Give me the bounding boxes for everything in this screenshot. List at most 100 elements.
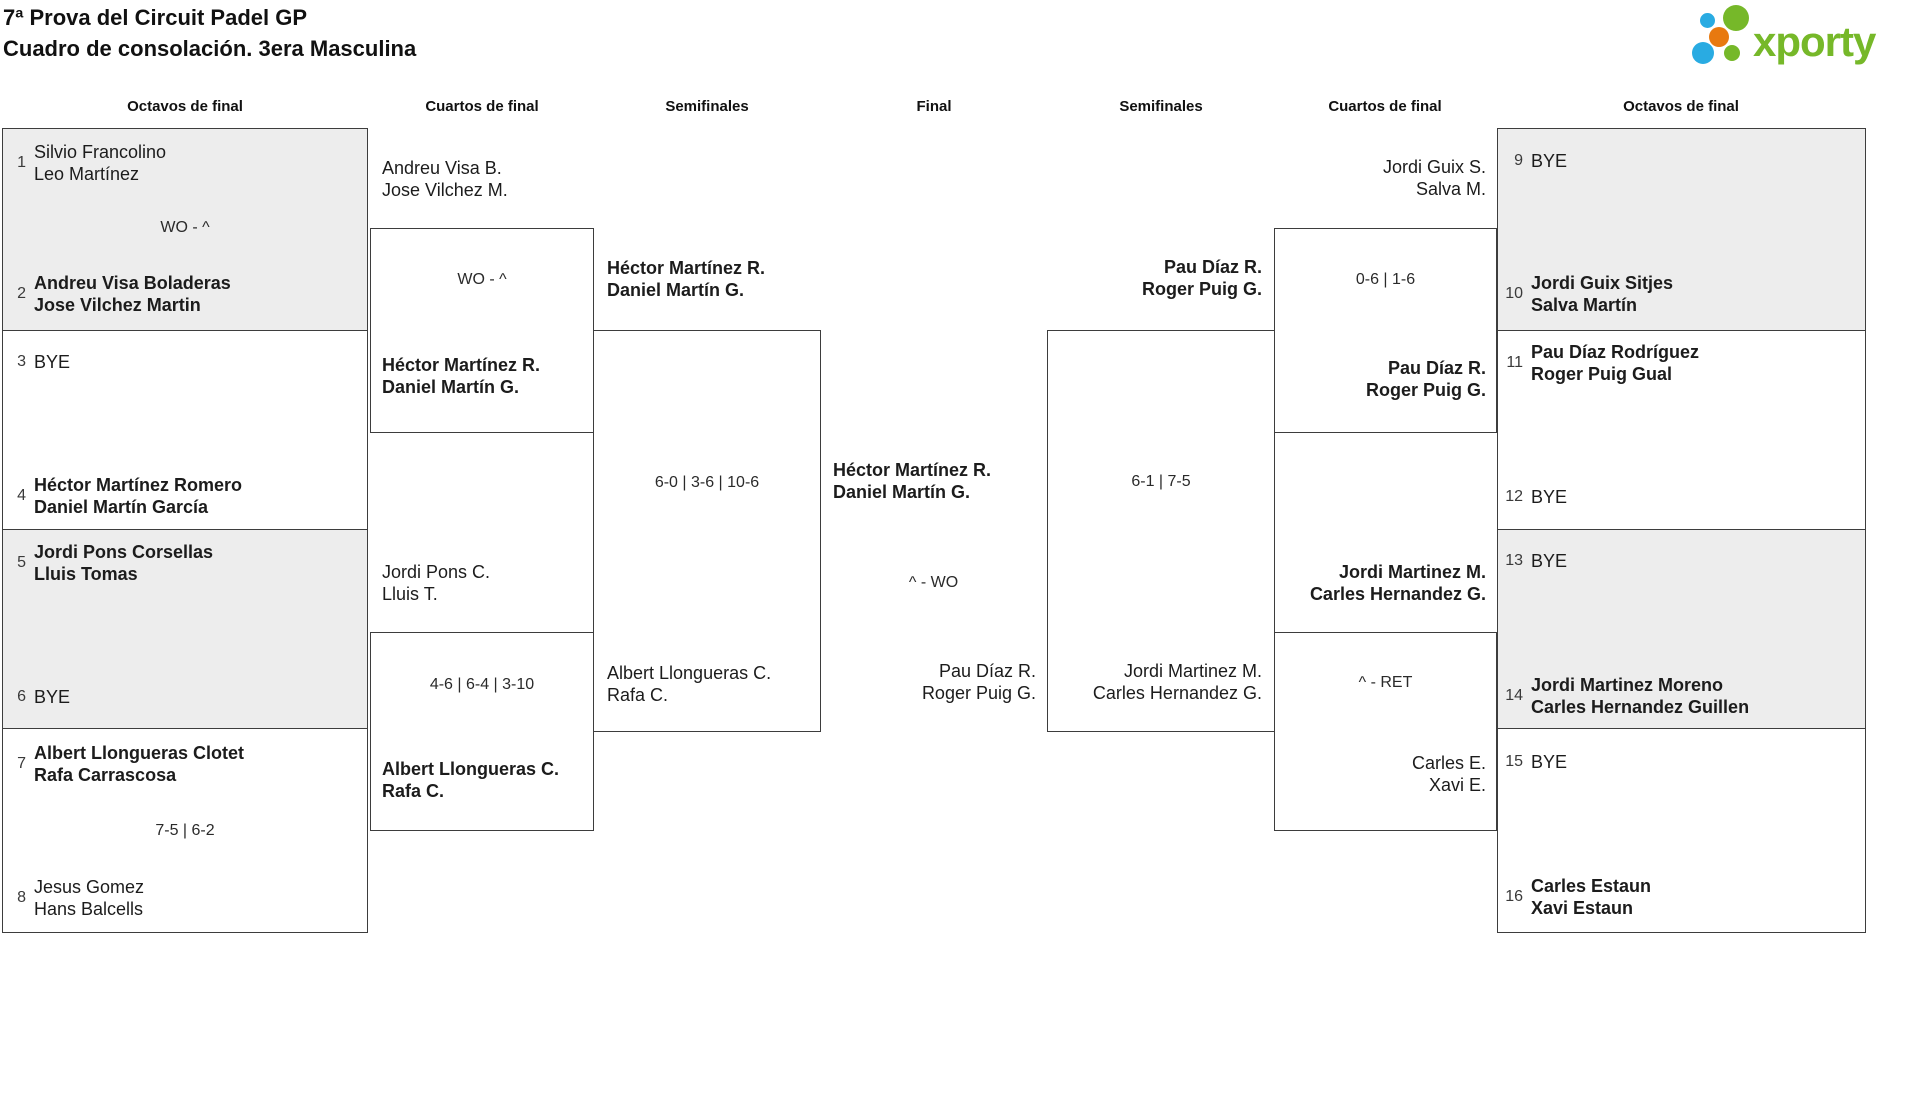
match-box-r16-right-1 [1497, 128, 1866, 331]
bracket-entry-13: 13 BYE [1501, 550, 1861, 572]
team-label: Jordi Martinez M.Carles Hernandez G. [1309, 562, 1486, 604]
round-header-octavos-left: Octavos de final [127, 98, 243, 115]
seed-number: 8 [17, 889, 26, 906]
seed-number: 3 [17, 353, 26, 370]
bracket-entry-3: 3 BYE [4, 351, 360, 373]
seed-number: 2 [17, 285, 26, 302]
seed-number: 10 [1505, 285, 1523, 302]
match-score: 7-5 | 6-2 [155, 822, 215, 839]
logo-dot-orange-icon [1709, 27, 1729, 47]
match-box-r16-left-3 [2, 529, 368, 729]
match-score: WO - ^ [457, 271, 507, 288]
match-score: 6-1 | 7-5 [1131, 473, 1191, 490]
team-label: Pau Díaz R.Roger Puig G. [1365, 358, 1486, 400]
player-name: Andreu Visa Boladeras [34, 273, 231, 293]
player-name: Jesus Gomez [34, 877, 145, 897]
player-name: Leo Martínez [34, 164, 140, 184]
seed-number: 4 [17, 487, 26, 504]
match-score: ^ - WO [908, 574, 959, 591]
match-score: 4-6 | 6-4 | 3-10 [429, 676, 535, 693]
match-box-qf-right-1 [1274, 228, 1497, 433]
page-subtitle: Cuadro de consolación. 3era Masculina [3, 36, 417, 61]
xporty-logo[interactable]: xporty [1690, 0, 1920, 78]
round-header-final: Final [916, 98, 952, 115]
player-name: Rafa Carrascosa [34, 765, 177, 785]
seed-number: 14 [1505, 687, 1523, 704]
player-name: Pau Díaz Rodríguez [1531, 342, 1700, 362]
match-score: WO - ^ [160, 219, 210, 236]
seed-number: 13 [1505, 552, 1523, 569]
match-box-qf-right-2 [1274, 632, 1497, 831]
round-header-semis-left: Semifinales [665, 98, 749, 115]
seed-number: 9 [1514, 152, 1523, 169]
team-label: Andreu Visa B.Jose Vilchez M. [382, 158, 508, 200]
player-name: BYE [1531, 151, 1568, 171]
seed-number: 11 [1506, 354, 1523, 371]
seed-number: 12 [1505, 488, 1523, 505]
team-label: Héctor Martínez R.Daniel Martín G. [607, 258, 766, 300]
team-label: Jordi Guix S.Salva M. [1382, 157, 1486, 199]
player-name: Silvio Francolino [34, 142, 167, 162]
round-header-octavos-right: Octavos de final [1623, 98, 1739, 115]
seed-number: 1 [17, 154, 26, 171]
match-box-sf-left [593, 330, 821, 732]
bracket-entry-9: 9 BYE [1501, 150, 1861, 172]
player-name: Albert Llongueras Clotet [34, 743, 245, 763]
player-name: BYE [1531, 551, 1568, 571]
match-box-r16-left-4 [2, 728, 368, 933]
bracket-entry-12: 12 BYE [1501, 486, 1861, 508]
logo-dot-blue-small-icon [1700, 13, 1715, 28]
player-name: Xavi Estaun [1531, 898, 1634, 918]
player-name: Jose Vilchez Martin [34, 295, 201, 315]
player-name: Jordi Martinez Moreno [1531, 675, 1724, 695]
match-box-r16-right-4 [1497, 728, 1866, 933]
player-name: Carles Estaun [1531, 876, 1652, 896]
player-name: BYE [1531, 487, 1568, 507]
logo-wordmark: xporty [1753, 18, 1876, 65]
player-name: Hans Balcells [34, 899, 144, 919]
match-box-sf-right [1047, 330, 1275, 732]
bracket-entry-6: 6 BYE [4, 686, 360, 708]
round-header-cuartos-right: Cuartos de final [1328, 98, 1442, 115]
match-score: 6-0 | 3-6 | 10-6 [654, 474, 760, 491]
player-name: Salva Martín [1531, 295, 1638, 315]
team-label: Albert Llongueras C.Rafa C. [607, 663, 772, 705]
team-label: Pau Díaz R.Roger Puig G. [921, 661, 1036, 703]
team-label: Albert Llongueras C.Rafa C. [382, 759, 560, 801]
player-name: Daniel Martín García [34, 497, 209, 517]
match-box-qf-left-1 [370, 228, 594, 433]
seed-number: 5 [17, 554, 26, 571]
team-label: Pau Díaz R.Roger Puig G. [1141, 257, 1262, 299]
match-box-r16-right-3 [1497, 529, 1866, 729]
match-score: 0-6 | 1-6 [1355, 271, 1416, 288]
player-name: BYE [34, 687, 71, 707]
logo-dot-blue-large-icon [1692, 42, 1714, 64]
player-name: Roger Puig Gual [1531, 364, 1673, 384]
team-label-final-winner: Héctor Martínez R.Daniel Martín G. [833, 460, 992, 502]
round-header-semis-right: Semifinales [1119, 98, 1203, 115]
seed-number: 7 [17, 755, 26, 772]
team-label: Jordi Pons C.Lluis T. [382, 562, 491, 604]
player-name: Jordi Pons Corsellas [34, 542, 214, 562]
player-name: Lluis Tomas [34, 564, 138, 584]
page-title: 7ª Prova del Circuit Padel GP [3, 5, 308, 30]
player-name: Carles Hernandez Guillen [1531, 697, 1750, 717]
seed-number: 16 [1505, 888, 1523, 905]
match-score: ^ - RET [1358, 674, 1413, 691]
team-label: Carles E.Xavi E. [1411, 753, 1486, 795]
team-label: Héctor Martínez R.Daniel Martín G. [382, 355, 541, 397]
player-name: BYE [34, 352, 71, 372]
bracket-entry-15: 15 BYE [1501, 751, 1861, 773]
player-name: BYE [1531, 752, 1568, 772]
